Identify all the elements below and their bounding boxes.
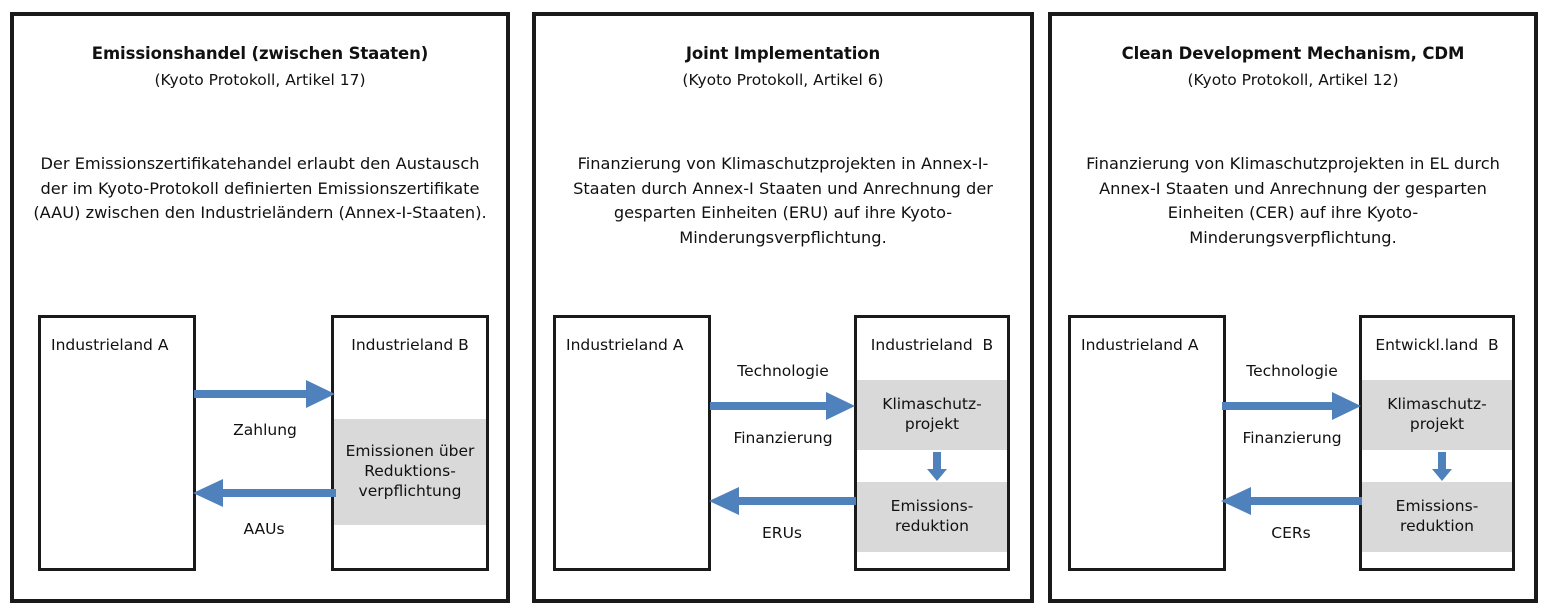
panel-3-left-country-box: Industrieland A xyxy=(1068,315,1226,571)
panel-3-band1-line-2: projekt xyxy=(1409,415,1465,433)
panel-3-inner-arrow-down xyxy=(1431,452,1453,482)
panel-3-label-technologie: Technologie xyxy=(1246,362,1338,380)
panel-3-band2-line-1: Emissions- xyxy=(1395,497,1479,516)
panel-3-heading: Clean Development Mechanism, CDM (Kyoto … xyxy=(1060,44,1526,90)
panel-3-label-finanzierung: Finanzierung xyxy=(1242,429,1342,447)
panel-3-right-country-box: Entwickl.land B Klimaschutz- projekt Emi… xyxy=(1359,315,1515,571)
panel-2-band2-line-1: Emissions- xyxy=(890,497,974,516)
panel-1-band-emissions: Emissionen über Reduktions- verpflichtun… xyxy=(334,419,486,525)
panel-2-inner-arrow-down xyxy=(926,452,948,482)
panel-1-label-zahlung: Zahlung xyxy=(233,421,297,439)
panel-3-band1-line-1: Klimaschutz- xyxy=(1387,395,1487,414)
panel-2-label-finanzierung: Finanzierung xyxy=(733,429,833,447)
panel-3-title: Clean Development Mechanism, CDM xyxy=(1121,44,1465,63)
panel-1-band-line-1: Emissionen über xyxy=(345,442,475,461)
panel-1-right-country-box: Industrieland B Emissionen über Reduktio… xyxy=(331,315,489,571)
panel-2-arrow-right-technologie xyxy=(710,391,856,421)
panel-3-subtitle: (Kyoto Protokoll, Artikel 12) xyxy=(1187,70,1399,89)
panel-1-subtitle: (Kyoto Protokoll, Artikel 17) xyxy=(154,70,366,89)
panel-3-label-cers: CERs xyxy=(1271,524,1311,542)
panel-2-band1-line-1: Klimaschutz- xyxy=(882,395,982,414)
panel-2-label-technologie: Technologie xyxy=(737,362,829,380)
panel-2-right-country-label: Industrieland B xyxy=(870,336,994,354)
panel-3-band-emissionsreduktion: Emissions- reduktion xyxy=(1362,482,1512,552)
panel-1-arrow-left-aaus xyxy=(192,478,336,508)
panel-3-left-country-label: Industrieland A xyxy=(1081,336,1199,354)
panel-2-title: Joint Implementation xyxy=(685,44,881,63)
panel-1-heading: Emissionshandel (zwischen Staaten) (Kyot… xyxy=(22,44,498,90)
panel-2-band-klimaschutzprojekt: Klimaschutz- projekt xyxy=(857,380,1007,450)
panel-2-band1-line-2: projekt xyxy=(904,415,960,433)
panel-2-description: Finanzierung von Klimaschutzprojekten in… xyxy=(573,154,993,247)
panel-3-right-country-label: Entwickl.land B xyxy=(1375,336,1499,354)
panel-2-label-erus: ERUs xyxy=(762,524,802,542)
panel-1-title: Emissionshandel (zwischen Staaten) xyxy=(91,44,429,63)
panel-2-band2-line-2: reduktion xyxy=(895,517,969,535)
panel-emissionshandel: Emissionshandel (zwischen Staaten) (Kyot… xyxy=(10,12,510,603)
panel-2-subtitle: (Kyoto Protokoll, Artikel 6) xyxy=(682,70,884,89)
panel-3-arrow-left-cers xyxy=(1220,486,1362,516)
panel-1-left-country-box: Industrieland A xyxy=(38,315,196,571)
panel-3-description: Finanzierung von Klimaschutzprojekten in… xyxy=(1086,154,1500,247)
panel-2-heading: Joint Implementation (Kyoto Protokoll, A… xyxy=(544,44,1022,90)
panel-1-arrow-right-zahlung xyxy=(194,379,336,409)
panel-2-left-country-box: Industrieland A xyxy=(553,315,711,571)
panel-1-description: Der Emissionszertifikatehandel erlaubt d… xyxy=(33,154,487,223)
panel-2-left-country-label: Industrieland A xyxy=(566,336,684,354)
panel-3-arrow-right-technologie xyxy=(1222,391,1362,421)
panel-2-arrow-left-erus xyxy=(708,486,856,516)
panel-1-left-country-label: Industrieland A xyxy=(51,336,169,354)
panel-3-band2-line-2: reduktion xyxy=(1400,517,1474,535)
panel-3-band-klimaschutzprojekt: Klimaschutz- projekt xyxy=(1362,380,1512,450)
panel-clean-development-mechanism: Clean Development Mechanism, CDM (Kyoto … xyxy=(1048,12,1538,603)
panel-1-band-line-3: verpflichtung xyxy=(358,481,462,500)
panel-2-band-emissionsreduktion: Emissions- reduktion xyxy=(857,482,1007,552)
panel-2-right-country-box: Industrieland B Klimaschutz- projekt Emi… xyxy=(854,315,1010,571)
panel-1-right-country-label: Industrieland B xyxy=(351,336,469,354)
panel-1-label-aaus: AAUs xyxy=(243,520,285,538)
panel-1-band-line-2: Reduktions- xyxy=(364,462,456,481)
panel-joint-implementation: Joint Implementation (Kyoto Protokoll, A… xyxy=(532,12,1034,603)
